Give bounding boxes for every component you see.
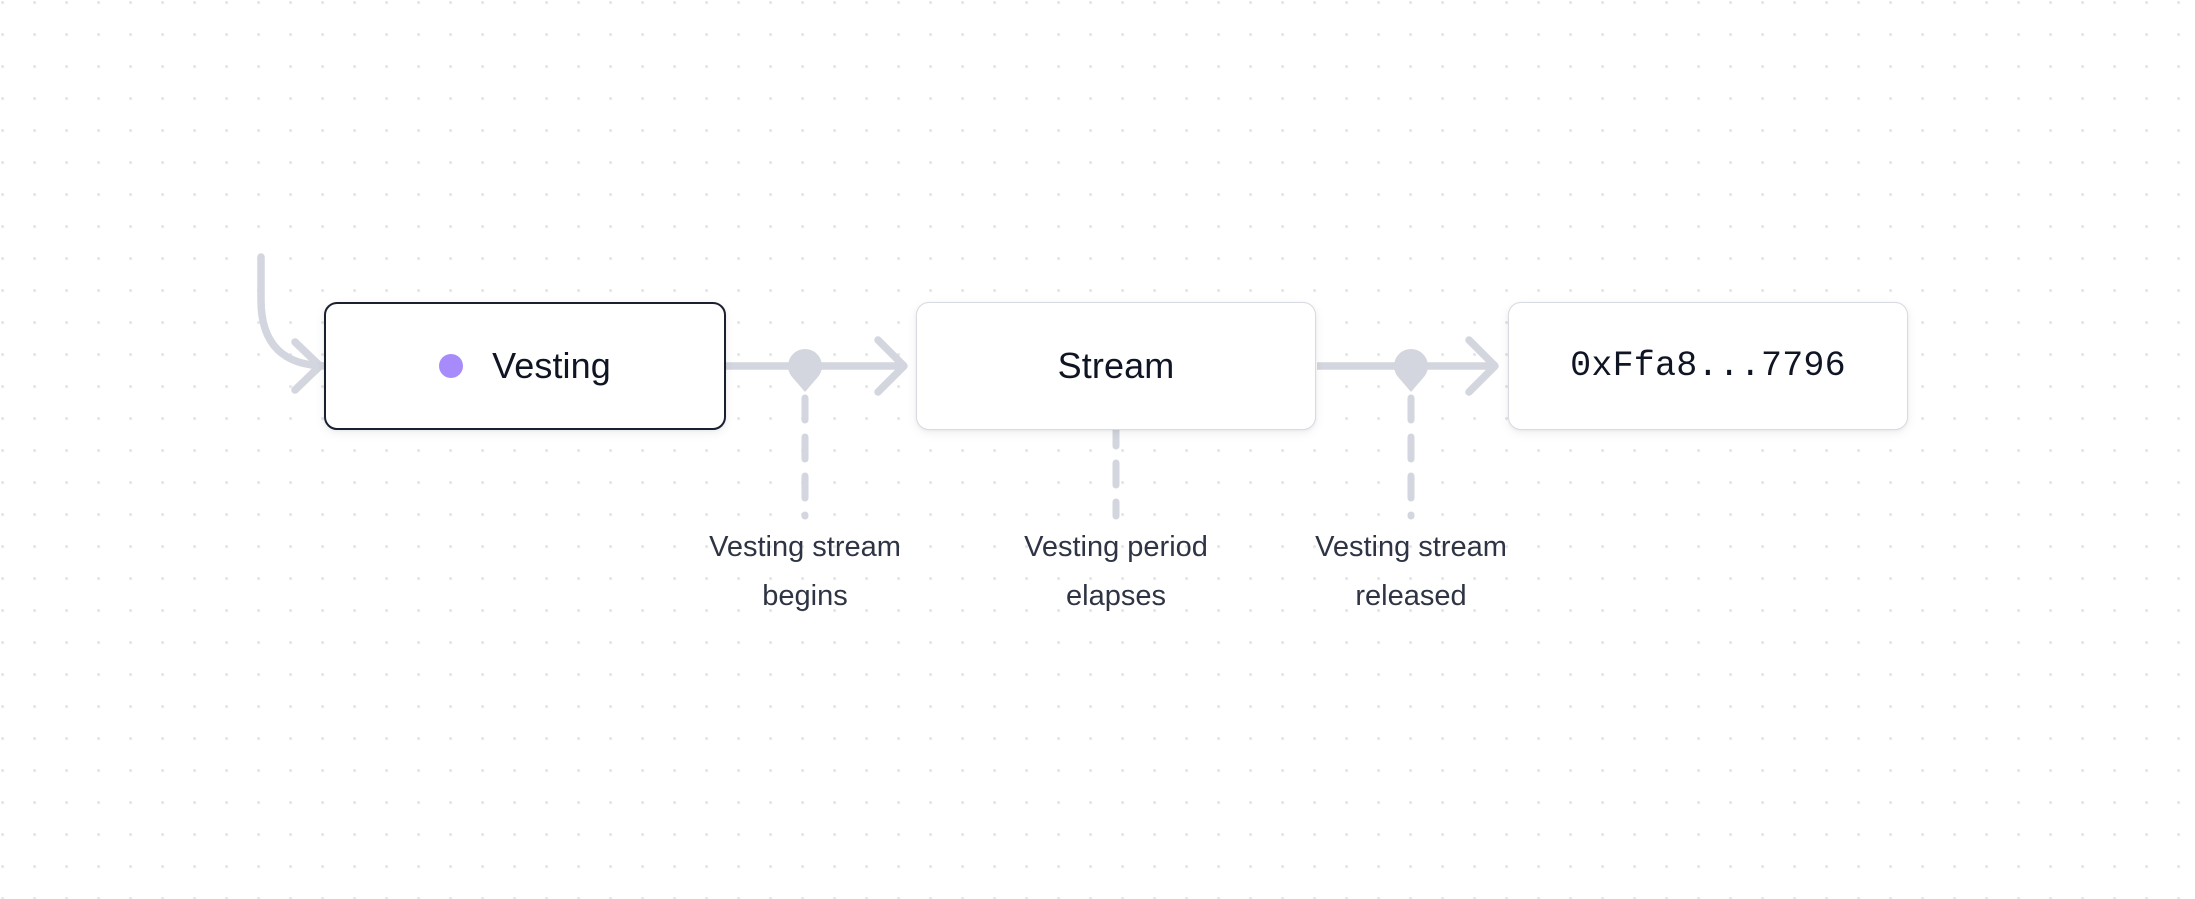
node-address-label: 0xFfa8...7796 bbox=[1570, 346, 1846, 386]
status-dot-icon bbox=[439, 354, 464, 378]
node-stream-content: Stream bbox=[1058, 345, 1175, 387]
node-vesting[interactable]: Vesting bbox=[324, 302, 726, 430]
node-vesting-label: Vesting bbox=[492, 345, 611, 386]
node-stream[interactable]: Stream bbox=[916, 302, 1316, 430]
edge-stream-to-address[interactable] bbox=[1317, 336, 1499, 520]
edge-caption-vesting-stream-begins: Vesting stream begins bbox=[709, 531, 901, 612]
edge-marker-dot[interactable] bbox=[788, 349, 822, 383]
node-stream-label: Stream bbox=[1057, 345, 1175, 386]
edge-marker-dot[interactable] bbox=[1394, 349, 1428, 383]
edge-caption-vesting-period-elapses: Vesting period elapses bbox=[1024, 531, 1208, 612]
node-vesting-content: Vesting bbox=[439, 345, 611, 387]
edge-vesting-to-stream[interactable] bbox=[726, 336, 908, 520]
node-address-content: 0xFfa8...7796 bbox=[1570, 346, 1846, 386]
edge-caption-vesting-stream-released: Vesting stream released bbox=[1315, 531, 1507, 612]
incoming-curved-arrow bbox=[257, 253, 331, 394]
node-address[interactable]: 0xFfa8...7796 bbox=[1508, 302, 1908, 430]
